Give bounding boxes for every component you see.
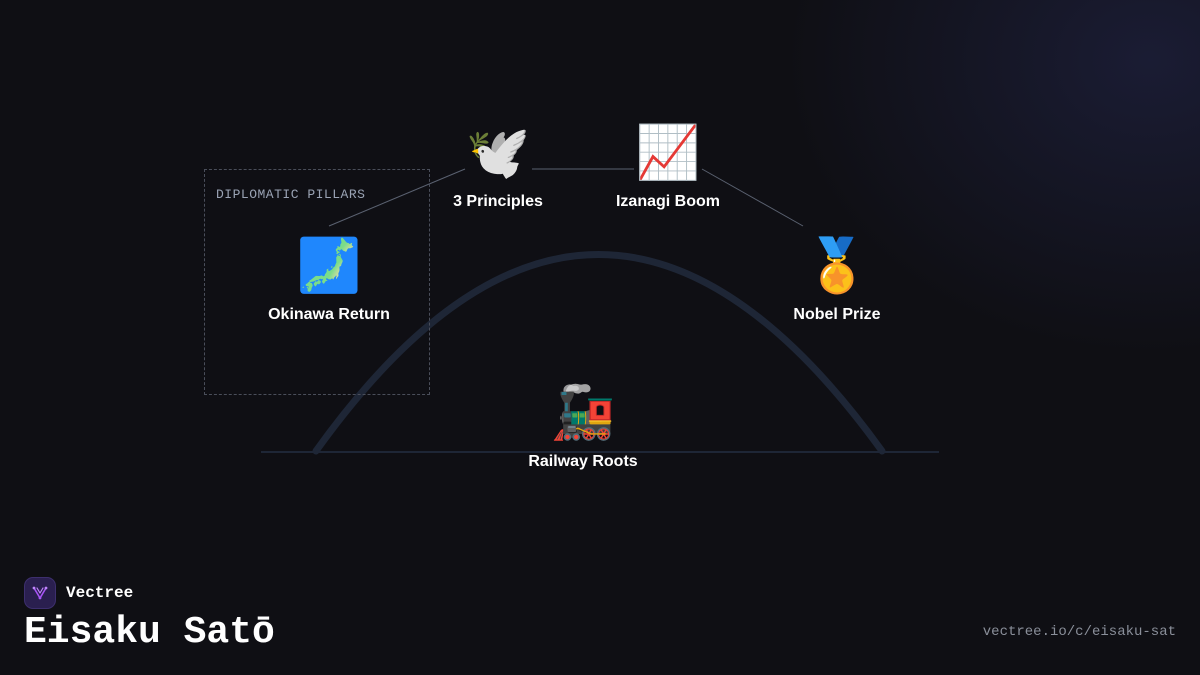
page-title: Eisaku Satō bbox=[24, 611, 275, 654]
group-label: DIPLOMATIC PILLARS bbox=[216, 187, 366, 202]
diplomatic-pillars-group: DIPLOMATIC PILLARS bbox=[204, 169, 430, 395]
japan-map-icon: 🗾 bbox=[296, 236, 362, 296]
node-label: Railway Roots bbox=[528, 453, 638, 470]
page-url[interactable]: vectree.io/c/eisaku-sat bbox=[982, 624, 1176, 640]
vectree-logo-icon bbox=[24, 577, 56, 609]
dove-icon: 🕊️ bbox=[465, 123, 531, 183]
node-railway-roots[interactable]: 🚂 Railway Roots bbox=[483, 383, 683, 471]
locomotive-icon: 🚂 bbox=[550, 383, 616, 443]
node-label: 3 Principles bbox=[453, 193, 543, 210]
chart-increasing-icon: 📈 bbox=[635, 123, 701, 183]
node-okinawa-return[interactable]: 🗾 Okinawa Return bbox=[229, 236, 429, 324]
node-3-principles[interactable]: 🕊️ 3 Principles bbox=[398, 123, 598, 211]
arc-curve bbox=[312, 251, 886, 455]
medal-icon: 🏅 bbox=[804, 236, 870, 296]
node-label: Izanagi Boom bbox=[615, 193, 720, 210]
node-label: Nobel Prize bbox=[793, 306, 881, 323]
node-nobel-prize[interactable]: 🏅 Nobel Prize bbox=[737, 236, 937, 324]
connector-okinawa-principles bbox=[328, 168, 466, 227]
brand[interactable]: Vectree bbox=[24, 577, 133, 609]
node-izanagi-boom[interactable]: 📈 Izanagi Boom bbox=[568, 123, 768, 211]
connector-izanagi-nobel bbox=[701, 168, 804, 227]
node-label: Okinawa Return bbox=[268, 306, 390, 323]
brand-name: Vectree bbox=[66, 584, 134, 602]
